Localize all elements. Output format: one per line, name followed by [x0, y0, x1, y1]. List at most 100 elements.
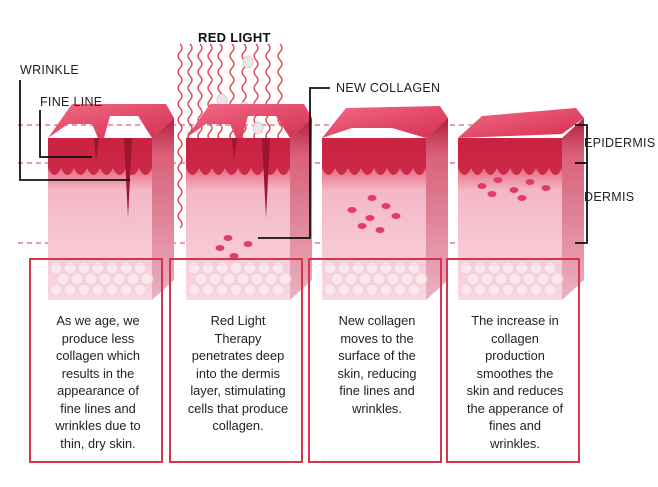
block-collagen-dot	[541, 185, 551, 191]
block-top-surface	[458, 108, 584, 138]
block-fat-cell	[250, 272, 264, 286]
block-fat-cell	[466, 272, 480, 286]
block-fat-cell	[49, 261, 63, 275]
block-fat-cell	[515, 283, 529, 297]
block-fat-cell	[501, 261, 515, 275]
light-droplet-5	[252, 121, 264, 135]
block-fat-cell	[271, 261, 285, 275]
block-wrinkle-groove	[124, 138, 132, 218]
block-fat-cell	[98, 272, 112, 286]
block-epidermis-band	[458, 138, 562, 175]
block-side-face	[562, 118, 584, 300]
block-fat-cell	[91, 283, 105, 297]
block-fat-cell	[365, 261, 379, 275]
block-collagen-dot	[367, 195, 377, 201]
block-fat-cell	[372, 272, 386, 286]
block-collagen-dot	[215, 245, 225, 251]
block-collagen-dot	[381, 203, 391, 209]
block-side-face	[290, 118, 312, 300]
epidermis-label: EPIDERMIS	[584, 136, 656, 150]
block-collagen-dot	[493, 177, 503, 183]
block-fat-cell	[393, 261, 407, 275]
block-fat-cell	[215, 261, 229, 275]
block-fat-cell	[379, 283, 393, 297]
block-fat-cell	[494, 272, 508, 286]
block-fat-cell	[358, 272, 372, 286]
block-fat-cell	[70, 272, 84, 286]
block-fat-cell	[236, 272, 250, 286]
block-fat-cell	[386, 272, 400, 286]
block-collagen-dot	[243, 241, 253, 247]
block-collagen-dot	[223, 235, 233, 241]
block-fat-cell	[344, 272, 358, 286]
stage-3-caption: New collagen moves to the surface of the…	[337, 313, 417, 416]
block-fat-cell	[543, 261, 557, 275]
new-collagen-label: NEW COLLAGEN	[336, 81, 441, 95]
stage-2-caption: Red Light Therapy penetrates deep into t…	[187, 313, 289, 433]
block-fat-cell	[201, 283, 215, 297]
block-fat-cell	[337, 283, 351, 297]
block-fat-cell	[501, 283, 515, 297]
block-fat-cell	[480, 272, 494, 286]
skin-block-2	[186, 104, 312, 300]
block-fat-cell	[365, 283, 379, 297]
block-fat-cell	[243, 261, 257, 275]
block-fat-cell	[229, 283, 243, 297]
stage-1-caption: As we age, we produce less collagen whic…	[55, 313, 141, 451]
block-fat-cell	[487, 283, 501, 297]
block-top-surface	[322, 106, 448, 138]
block-fat-cell	[529, 283, 543, 297]
block-fat-cell	[201, 261, 215, 275]
block-fat-cell	[278, 272, 292, 286]
block-collagen-dot	[525, 179, 535, 185]
block-fine-line-groove	[232, 138, 237, 160]
block-fat-cell	[351, 261, 365, 275]
callout-lines	[19, 80, 588, 244]
block-side-face	[152, 118, 174, 300]
light-ray-1	[177, 43, 183, 229]
caption-frame-4	[446, 258, 580, 463]
block-fat-cell	[187, 261, 201, 275]
wrinkle-label: WRINKLE	[20, 63, 80, 77]
skin-block-1	[48, 104, 174, 300]
block-fat-cell	[56, 272, 70, 286]
new-collagen-callout-line	[258, 87, 330, 239]
block-fat-cell	[330, 272, 344, 286]
block-collagen-dot	[391, 213, 401, 219]
block-fat-cell	[522, 272, 536, 286]
block-fat-cell	[379, 261, 393, 275]
block-fat-cell	[215, 283, 229, 297]
wrinkle-callout-line	[19, 80, 130, 181]
block-fat-cell	[264, 272, 278, 286]
block-fat-cell	[222, 272, 236, 286]
block-collagen-dot	[517, 195, 527, 201]
block-fat-cell	[508, 272, 522, 286]
block-collagen-dot	[357, 223, 367, 229]
block-fat-cell	[208, 272, 222, 286]
block-collagen-dot	[487, 191, 497, 197]
block-fat-cell	[112, 272, 126, 286]
block-collagen-dot	[509, 187, 519, 193]
block-fat-cell	[393, 283, 407, 297]
block-fat-cell	[271, 283, 285, 297]
dermis-bracket	[575, 162, 588, 244]
block-fat-cell	[337, 261, 351, 275]
block-fat-cell	[473, 283, 487, 297]
caption-frame-2	[169, 258, 303, 463]
block-fat-cell	[91, 261, 105, 275]
block-fat-cell	[133, 261, 147, 275]
block-fat-cell	[400, 272, 414, 286]
block-fat-cell	[119, 283, 133, 297]
block-fat-cell	[459, 261, 473, 275]
block-collagen-dot	[347, 207, 357, 213]
block-fat-cell	[84, 272, 98, 286]
block-fat-cell	[407, 261, 421, 275]
block-fat-cell	[257, 261, 271, 275]
fine-line-callout-line	[39, 110, 92, 158]
block-fat-cell	[473, 261, 487, 275]
block-fat-cell	[323, 261, 337, 275]
block-fat-cell	[543, 283, 557, 297]
block-fat-cell	[323, 283, 337, 297]
